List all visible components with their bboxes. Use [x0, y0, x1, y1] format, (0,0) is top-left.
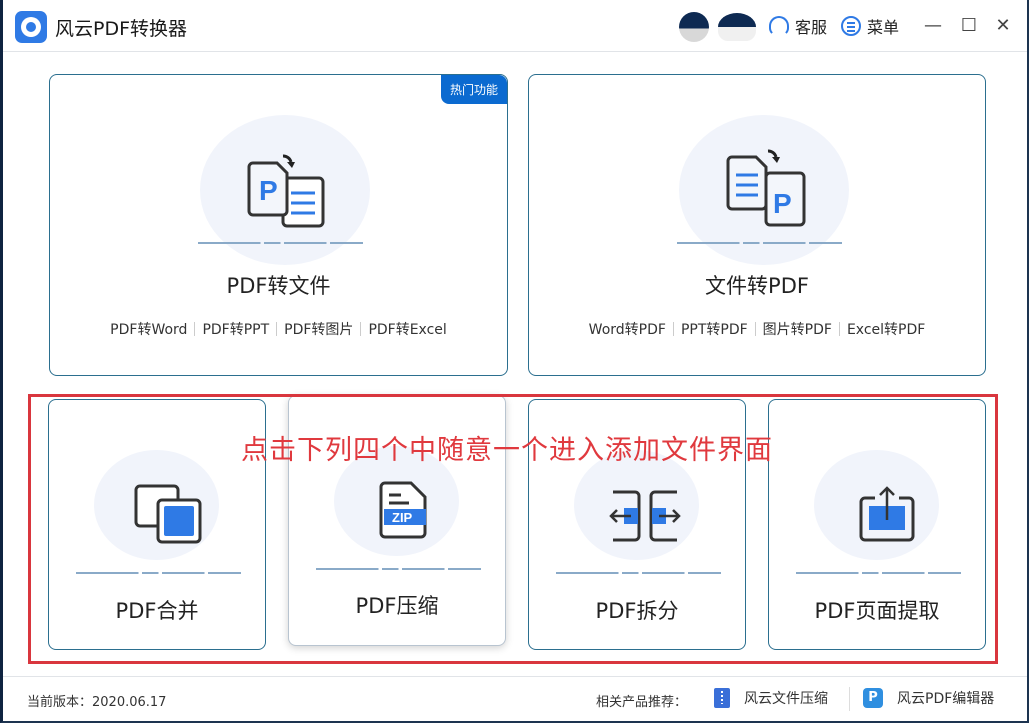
- divider-line: [677, 242, 842, 244]
- recommend-label: 相关产品推荐：: [596, 695, 688, 710]
- zip-icon: ZIP: [379, 481, 427, 539]
- hot-feature-badge: 热门功能: [440, 75, 507, 104]
- svg-text:ZIP: ZIP: [392, 510, 413, 525]
- menu-label: 菜单: [867, 18, 900, 37]
- split-icon: [609, 490, 681, 542]
- separator: [672, 322, 674, 336]
- doc-to-pdf-icon: P: [726, 149, 806, 227]
- link-pdf-to-image[interactable]: PDF转图片: [284, 322, 354, 338]
- customer-service-label: 客服: [795, 18, 828, 37]
- app-title: 风云PDF转换器: [55, 18, 188, 40]
- svg-text:P: P: [773, 188, 792, 219]
- title-bar: 风云PDF转换器 客服 菜单 — ☐ ✕: [3, 0, 1027, 52]
- divider-line: [796, 572, 961, 574]
- card-pdf-merge[interactable]: PDF合并: [48, 399, 266, 650]
- sub-links: PDF转Word PDF转PPT PDF转图片 PDF转Excel: [50, 319, 507, 339]
- decorative-blob: [574, 450, 699, 560]
- card-title: PDF转文件: [226, 274, 331, 298]
- user-avatar[interactable]: [679, 12, 709, 42]
- product-name: 风云文件压缩: [744, 691, 828, 707]
- pdf-editor-app-icon: P: [863, 688, 883, 708]
- card-title: PDF合并: [115, 599, 199, 623]
- card-title: PDF页面提取: [814, 599, 940, 623]
- separator: [838, 322, 840, 336]
- separator: [194, 322, 196, 336]
- maximize-button[interactable]: ☐: [960, 15, 978, 36]
- product-name: 风云PDF编辑器: [897, 691, 995, 707]
- customer-service-button[interactable]: 客服: [769, 14, 827, 38]
- close-button[interactable]: ✕: [995, 15, 1011, 36]
- product-file-compress-link[interactable]: 风云文件压缩: [714, 688, 828, 708]
- decorative-blob: [814, 450, 939, 560]
- merge-icon: [134, 484, 202, 544]
- card-title: PDF拆分: [595, 599, 679, 623]
- version-label: 当前版本：2020.06.17: [27, 695, 167, 710]
- link-pdf-to-ppt[interactable]: PDF转PPT: [202, 322, 270, 338]
- card-title: 文件转PDF: [705, 274, 809, 298]
- vip-avatar[interactable]: [718, 13, 756, 41]
- divider-line: [76, 572, 241, 574]
- footer-separator: [849, 687, 850, 711]
- separator: [360, 322, 362, 336]
- card-title: PDF压缩: [355, 594, 439, 618]
- link-excel-to-pdf[interactable]: Excel转PDF: [846, 322, 926, 338]
- sub-links: Word转PDF PPT转PDF 图片转PDF Excel转PDF: [529, 319, 985, 339]
- link-pdf-to-word[interactable]: PDF转Word: [110, 322, 188, 338]
- menu-list-icon: [841, 16, 861, 36]
- pdf-to-doc-icon: P: [247, 154, 325, 228]
- product-pdf-editor-link[interactable]: P 风云PDF编辑器: [863, 688, 994, 708]
- card-pdf-compress[interactable]: ZIP PDF压缩: [288, 395, 506, 646]
- divider-line: [198, 242, 363, 244]
- svg-text:P: P: [259, 175, 278, 206]
- separator: [276, 322, 278, 336]
- extract-icon: [859, 486, 915, 542]
- divider-line: [556, 572, 721, 574]
- file-compress-app-icon: [714, 688, 730, 708]
- card-pdf-extract[interactable]: PDF页面提取: [768, 399, 986, 650]
- link-ppt-to-pdf[interactable]: PPT转PDF: [680, 322, 748, 338]
- link-word-to-pdf[interactable]: Word转PDF: [588, 322, 666, 338]
- menu-button[interactable]: 菜单: [841, 14, 899, 38]
- link-image-to-pdf[interactable]: 图片转PDF: [762, 322, 832, 338]
- card-file-to-pdf[interactable]: P 文件转PDF Word转PDF PPT转PDF 图片转PDF Excel转P…: [528, 74, 986, 376]
- card-pdf-to-file[interactable]: 热门功能 P PDF转文件 PDF转Word PDF转PPT PDF转图片 PD…: [49, 74, 508, 376]
- divider-line: [316, 568, 481, 570]
- separator: [754, 322, 756, 336]
- minimize-button[interactable]: —: [924, 15, 942, 36]
- footer: 当前版本：2020.06.17 相关产品推荐： 风云文件压缩 P 风云PDF编辑…: [3, 676, 1027, 721]
- app-logo-icon: [15, 11, 47, 43]
- link-pdf-to-excel[interactable]: PDF转Excel: [368, 322, 447, 338]
- card-pdf-split[interactable]: PDF拆分: [528, 399, 746, 650]
- headset-icon: [769, 16, 789, 36]
